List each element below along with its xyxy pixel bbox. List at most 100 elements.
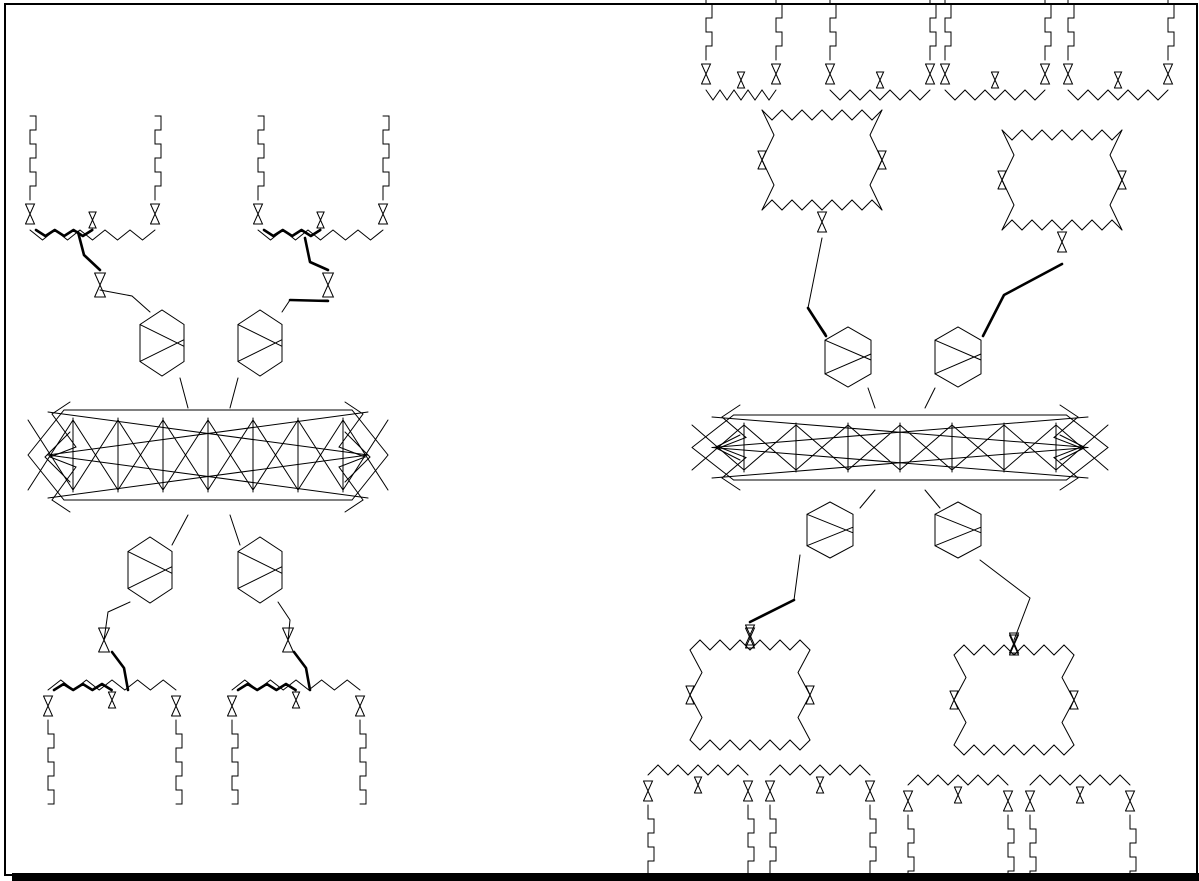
- cluster-side: [798, 650, 810, 740]
- triangle-edge: [644, 781, 653, 791]
- bowtie-gadget: [317, 212, 324, 228]
- triangle-edge: [644, 791, 653, 801]
- frame-border: [5, 4, 1197, 875]
- triangle-edge: [323, 285, 334, 297]
- triangle-edge: [866, 791, 875, 801]
- hexagon-chord: [238, 340, 282, 362]
- tail-chain: [930, 0, 936, 60]
- bowtie-gadget: [26, 204, 35, 224]
- zigzag-chain: [1002, 220, 1122, 230]
- triangle-edge: [766, 781, 775, 791]
- cluster-side: [870, 110, 882, 210]
- hexagon-gadget: [140, 310, 184, 376]
- triangle-edge: [1164, 74, 1173, 84]
- bowtie-gadget: [95, 273, 106, 297]
- hexagon-gadget: [238, 310, 282, 376]
- tail-chain: [908, 815, 914, 881]
- hexagon-gadget: [935, 502, 981, 558]
- triangle-edge: [702, 64, 711, 74]
- bowtie-gadget: [1076, 787, 1083, 803]
- graph-edge: [172, 515, 188, 545]
- tail-chain: [232, 720, 238, 804]
- tail-chain: [1030, 815, 1036, 881]
- tail-chain: [648, 805, 654, 881]
- triangle-edge: [866, 781, 875, 791]
- bowtie-gadget: [766, 781, 775, 801]
- leaf-cluster: [644, 765, 755, 881]
- bowtie-gadget: [954, 787, 961, 803]
- central-lattice: [28, 410, 388, 500]
- triangle-edge: [44, 706, 53, 716]
- triangle-edge: [228, 696, 237, 706]
- graph-edge: [230, 378, 238, 408]
- bowtie-gadget: [99, 628, 110, 652]
- triangle-edge: [1026, 791, 1035, 801]
- triangle-edge: [356, 706, 365, 716]
- triangle-edge: [254, 204, 263, 214]
- triangle-edge: [1164, 64, 1173, 74]
- triangle-edge: [95, 273, 106, 285]
- triangle-edge: [991, 80, 998, 88]
- bowtie-gadget: [878, 151, 886, 169]
- triangle-edge: [1064, 74, 1073, 84]
- tail-chain: [383, 116, 389, 200]
- tail-chain: [30, 116, 36, 200]
- triangle-edge: [878, 151, 886, 160]
- triangle-edge: [317, 220, 324, 228]
- bowtie-gadget: [89, 212, 96, 228]
- triangle-edge: [1004, 791, 1013, 801]
- hexagon-chord: [935, 527, 981, 545]
- triangle-edge: [904, 801, 913, 811]
- tail-chain: [176, 720, 182, 804]
- hexagon-chord: [807, 527, 853, 545]
- leaf-cluster: [904, 775, 1015, 881]
- cluster-side: [954, 655, 966, 745]
- leaf-cluster: [44, 680, 183, 804]
- graph-edge: [230, 515, 240, 545]
- bowtie-gadget: [737, 72, 744, 88]
- bowtie-gadget: [686, 686, 694, 704]
- hexagon-gadget: [825, 327, 871, 387]
- tail-chain: [1068, 0, 1074, 60]
- triangle-edge: [1064, 64, 1073, 74]
- triangle-edge: [737, 80, 744, 88]
- highlighted-path: [112, 652, 128, 690]
- highlighted-connector: [290, 300, 328, 301]
- triangle-edge: [1118, 180, 1126, 189]
- tail-chain: [1130, 815, 1136, 881]
- zigzag-chain: [954, 745, 1074, 755]
- highlighted-connector: [750, 600, 794, 622]
- bowtie-gadget: [1010, 633, 1019, 653]
- bowtie-gadget: [1126, 791, 1135, 811]
- triangle-edge: [998, 171, 1006, 180]
- graph-edge: [925, 388, 935, 408]
- triangle-edge: [1118, 171, 1126, 180]
- tail-chain: [360, 720, 366, 804]
- leaf-cluster: [766, 765, 877, 881]
- zigzag-chain: [1002, 130, 1122, 140]
- triangle-edge: [292, 700, 299, 708]
- triangle-edge: [878, 160, 886, 169]
- hexagon-chord: [238, 567, 282, 589]
- tail-chain: [776, 0, 782, 60]
- graph-edge: [983, 264, 1062, 336]
- triangle-edge: [818, 222, 827, 232]
- triangle-edge: [1114, 80, 1121, 88]
- zigzag-chain: [762, 200, 882, 210]
- tail-chain: [155, 116, 161, 200]
- bowtie-gadget: [904, 791, 913, 811]
- tail-chain: [748, 805, 754, 881]
- triangle-edge: [151, 214, 160, 224]
- tail-chain: [258, 116, 264, 200]
- triangle-edge: [766, 791, 775, 801]
- bowtie-gadget: [283, 628, 294, 652]
- tail-chain: [830, 0, 836, 60]
- graph-edge: [180, 378, 188, 408]
- triangle-edge: [876, 80, 883, 88]
- triangle-edge: [998, 180, 1006, 189]
- triangle-edge: [26, 204, 35, 214]
- zigzag-chain: [1030, 775, 1130, 785]
- graph-edge: [100, 290, 150, 312]
- zigzag-chain: [908, 775, 1008, 785]
- bowtie-gadget: [816, 777, 823, 793]
